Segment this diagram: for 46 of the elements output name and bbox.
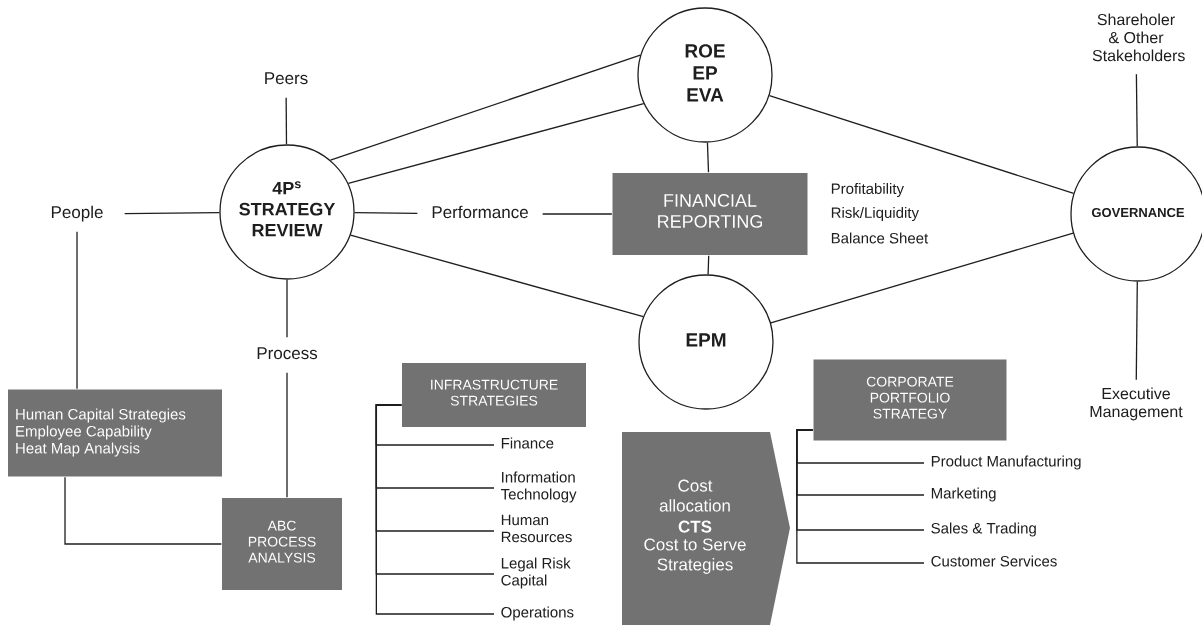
list-item: Human Resources — [501, 514, 572, 543]
connector-line — [347, 102, 645, 185]
chevron-box: Cost allocation CTS Cost to Serve Strategies — [622, 432, 790, 625]
connector-line — [375, 404, 495, 615]
connector-line — [285, 97, 288, 145]
process-box: Human Capital Strategies Employee Capability Heat Map Analysis — [8, 389, 222, 477]
connector-line — [707, 255, 710, 276]
list-item: Information Technology — [501, 471, 577, 503]
connector-line — [796, 429, 925, 564]
connector-line — [76, 231, 78, 390]
connector-line — [286, 372, 288, 498]
circle-node: EPM — [638, 274, 774, 410]
list-item: Legal Risk Capital — [501, 557, 571, 589]
connector-line — [354, 212, 418, 214]
label-text: Process — [257, 347, 318, 360]
list-item: Customer Services — [931, 555, 1057, 567]
process-box: FINANCIAL REPORTING — [612, 173, 808, 255]
list-item: Sales & Trading — [931, 522, 1036, 537]
note-text: Balance Sheet — [831, 232, 929, 244]
list-item: Product Manufacturing — [931, 455, 1081, 470]
circle-node: ROE EP EVA — [637, 7, 773, 143]
list-item: Marketing — [931, 487, 996, 502]
connector-line — [768, 95, 1075, 194]
list-item: Operations — [501, 606, 574, 621]
label-text: Shareholer & Other Stakeholders — [1092, 13, 1185, 62]
process-box: ABC PROCESS ANALYSIS — [222, 498, 342, 590]
connector-line — [1135, 281, 1138, 381]
process-box: INFRASTRUCTURE STRATEGIES — [402, 363, 586, 427]
connector-line — [770, 232, 1074, 324]
process-box: CORPORATE PORTFOLIO STRATEGY — [813, 359, 1007, 441]
label-text: Performance — [432, 205, 528, 219]
label-text: Executive Management — [1090, 387, 1183, 421]
connector-line — [124, 212, 220, 215]
connector-line — [286, 279, 288, 338]
connector-line — [349, 234, 644, 318]
note-text: Risk/Liquidity — [831, 207, 919, 221]
connector-line — [542, 213, 613, 215]
label-text: People — [51, 205, 103, 222]
label-text: Peers — [265, 72, 308, 85]
connector-line — [706, 141, 710, 173]
connector-line — [329, 54, 641, 161]
note-text: Profitability — [831, 183, 904, 197]
circle-node: 4P$^{s}$ STRATEGY REVIEW — [219, 144, 355, 280]
list-item: Finance — [501, 437, 554, 449]
connector-line — [64, 476, 222, 545]
connector-line — [1135, 73, 1138, 147]
